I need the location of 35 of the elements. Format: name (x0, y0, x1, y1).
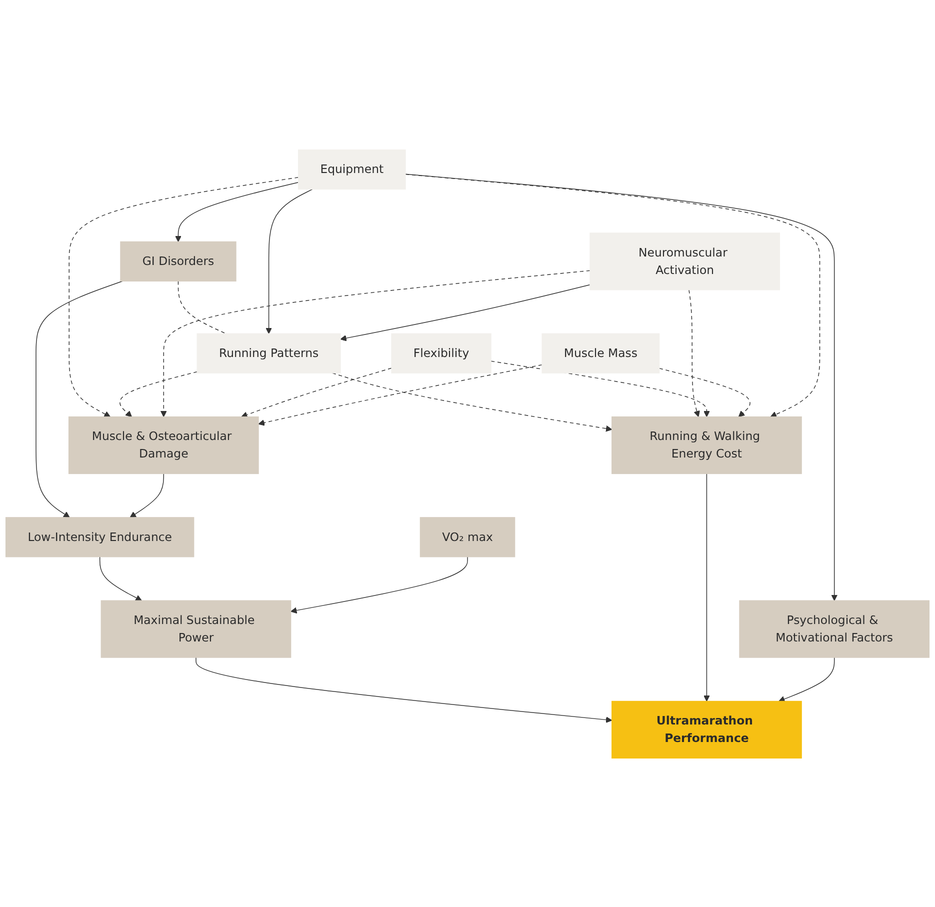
node-box: Running & Walking Energy Cost (612, 416, 802, 474)
arrow (704, 472, 710, 702)
node-box: Psychological & Motivational Factors (739, 600, 930, 658)
node-box: Equipment (298, 148, 406, 190)
connector (178, 280, 226, 334)
node-box: Ultramarathon Performance (612, 700, 802, 758)
node-box: Muscle & Osteoarticular Damage (68, 416, 259, 474)
node-box: Maximal Sustainable Power (100, 600, 292, 658)
arrow (340, 284, 590, 341)
node-box: Muscle Mass (542, 332, 660, 373)
arrow (68, 176, 299, 417)
node-box: GI Disorders (120, 240, 236, 281)
arrow (266, 188, 313, 334)
arrow (36, 280, 123, 518)
arrow (99, 556, 142, 600)
node-box: Running Patterns (196, 332, 341, 373)
arrow (120, 370, 198, 417)
arrow (405, 173, 838, 600)
arrow (332, 372, 612, 432)
arrow (490, 360, 710, 417)
arrow (778, 656, 835, 702)
arrow (658, 367, 750, 417)
arrow (688, 289, 700, 417)
arrow (130, 472, 164, 518)
node-box: Neuromuscular Activation (590, 232, 780, 290)
node-box: Flexibility (391, 332, 492, 373)
node-box: Low-Intensity Endurance (5, 516, 194, 557)
arrow (175, 181, 299, 242)
arrow (290, 556, 468, 614)
arrow (241, 367, 392, 418)
arrow (405, 173, 820, 417)
arrow (258, 364, 542, 426)
arrow (196, 656, 612, 722)
node-box: VO₂ max (420, 516, 516, 557)
arrow (160, 270, 590, 417)
